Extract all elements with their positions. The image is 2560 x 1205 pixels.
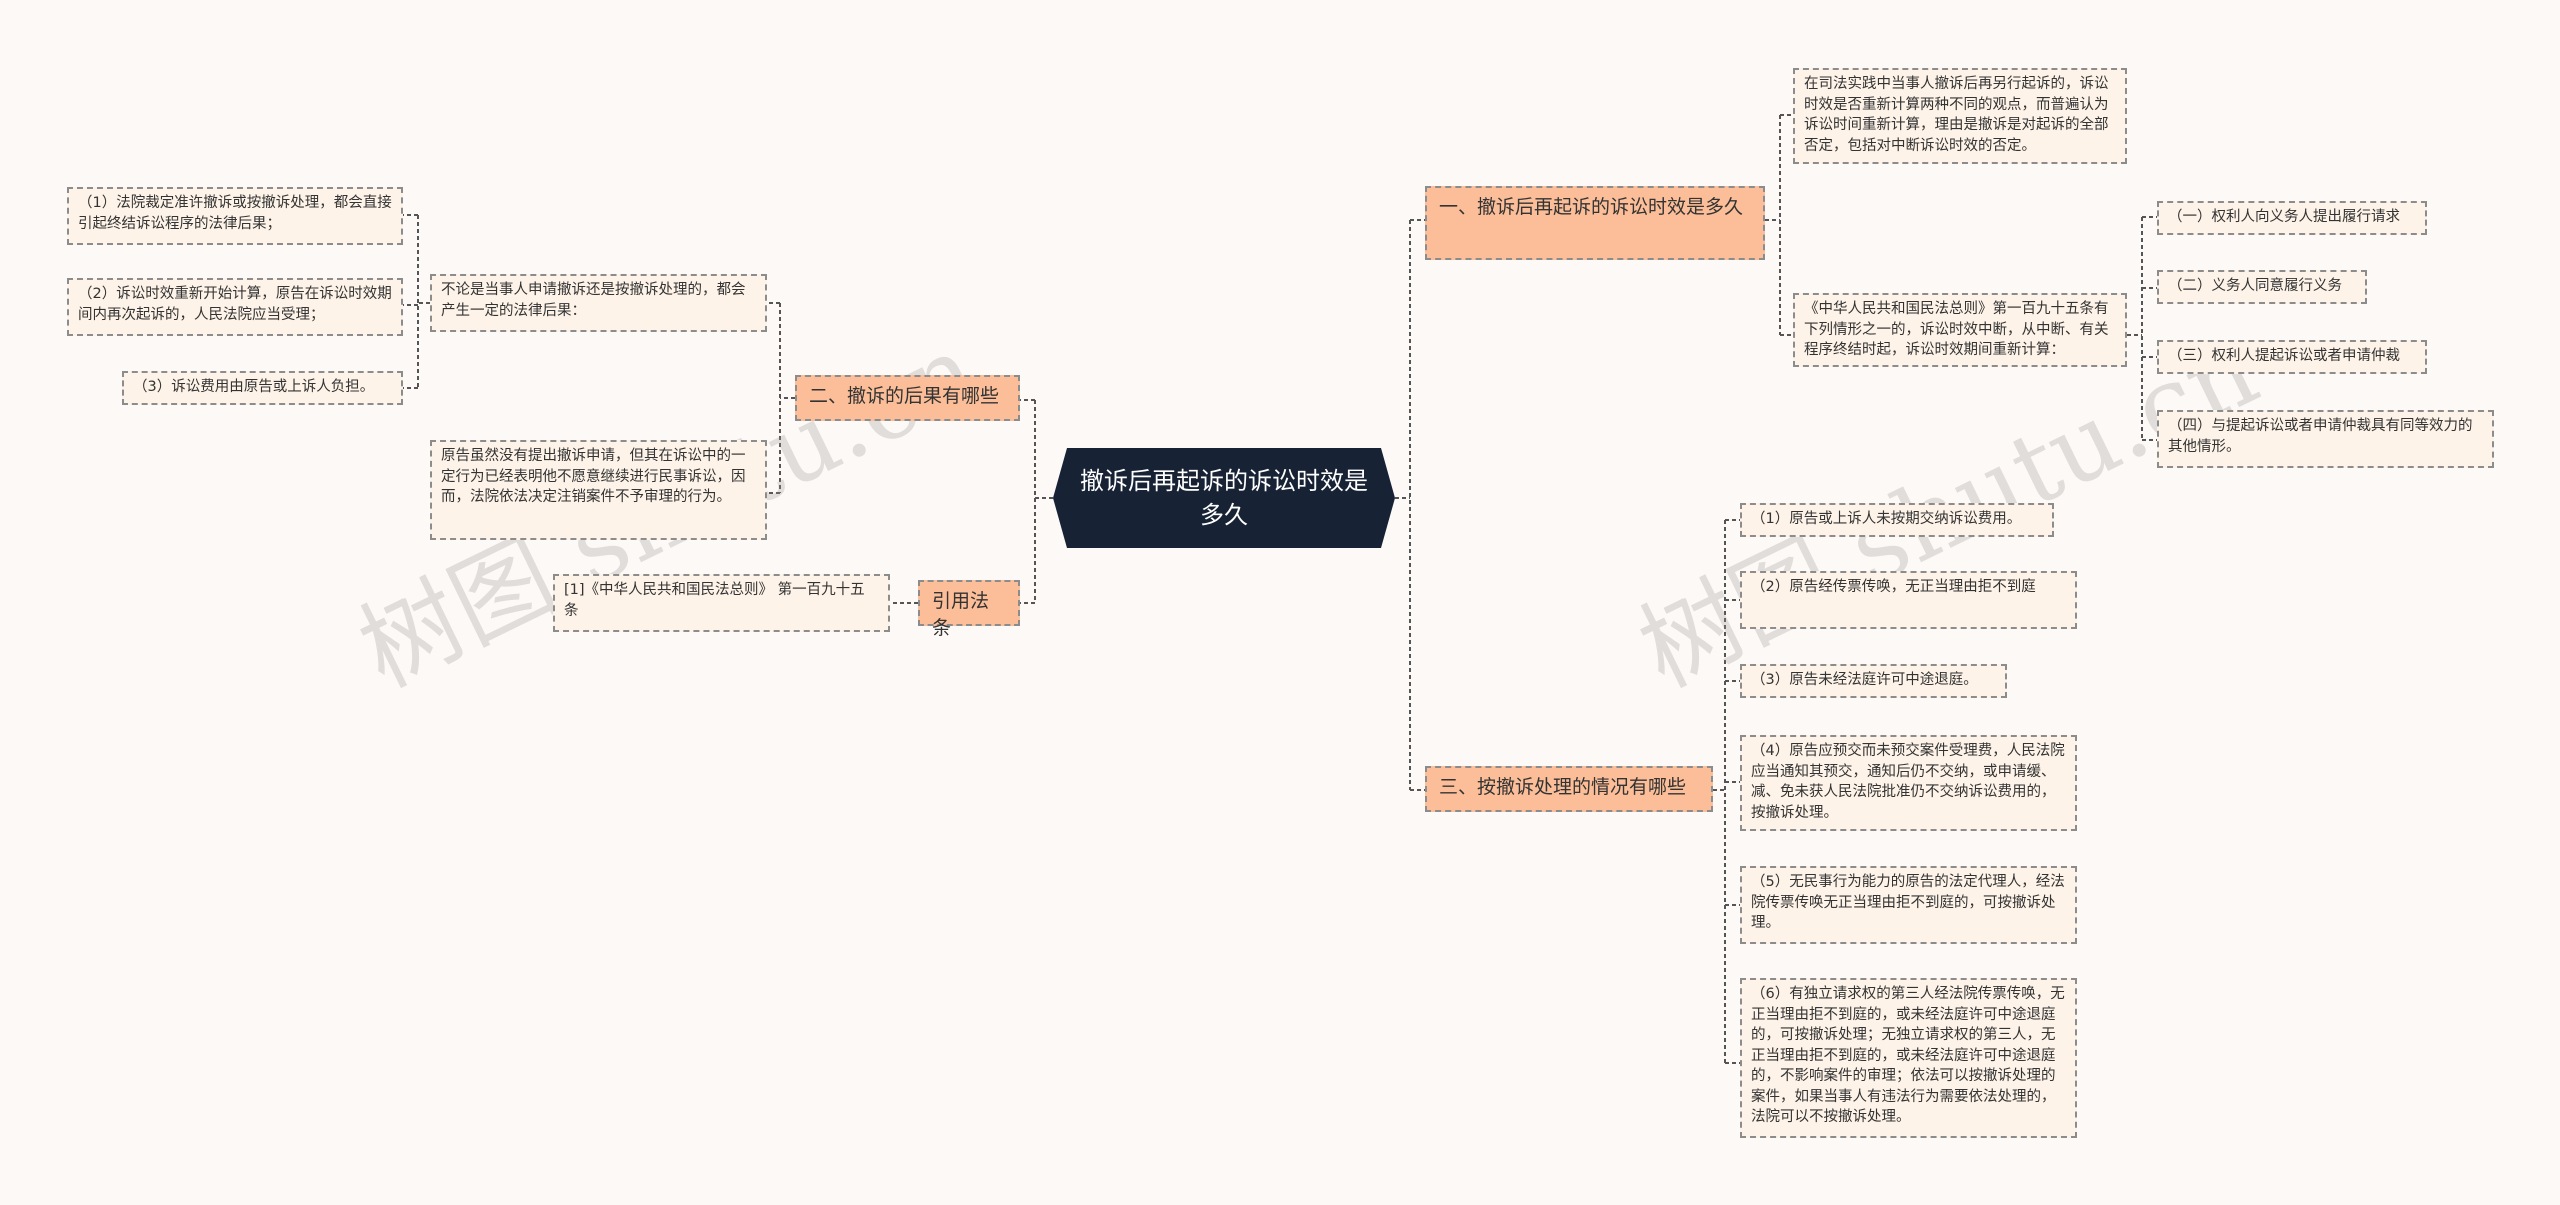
root-topic[interactable]: 撤诉后再起诉的诉讼时效是多久 bbox=[1053, 448, 1395, 548]
leaf-text: （四）与提起诉讼或者申请仲裁具有同等效力的其他情形。 bbox=[2168, 418, 2473, 455]
leaf-withdrawal-case-4[interactable]: （4）原告应预交而未预交案件受理费，人民法院应当通知其预交，通知后仍不交纳，或申… bbox=[1740, 735, 2077, 831]
leaf-interruption-item-2[interactable]: （二）义务人同意履行义务 bbox=[2157, 270, 2367, 304]
leaf-text: （5）无民事行为能力的原告的法定代理人，经法院传票传唤无正当理由拒不到庭的，可按… bbox=[1751, 874, 2065, 931]
leaf-withdrawal-case-3[interactable]: （3）原告未经法庭许可中途退庭。 bbox=[1740, 664, 2007, 698]
leaf-text: 在司法实践中当事人撤诉后再另行起诉的，诉讼时效是否重新计算两种不同的观点，而普遍… bbox=[1804, 76, 2109, 154]
leaf-text: 原告虽然没有提出撤诉申请，但其在诉讼中的一定行为已经表明他不愿意继续进行民事诉讼… bbox=[441, 448, 746, 505]
branch-label: 一、撤诉后再起诉的诉讼时效是多久 bbox=[1439, 196, 1744, 218]
leaf-citation-article[interactable]: [1]《中华人民共和国民法总则》 第一百九十五条 bbox=[553, 574, 890, 632]
leaf-text: （3）诉讼费用由原告或上诉人负担。 bbox=[133, 379, 375, 395]
leaf-deemed-withdrawal-definition[interactable]: 原告虽然没有提出撤诉申请，但其在诉讼中的一定行为已经表明他不愿意继续进行民事诉讼… bbox=[430, 440, 767, 540]
leaf-text: （2）原告经传票传唤，无正当理由拒不到庭 bbox=[1751, 579, 2036, 595]
leaf-withdrawal-case-2[interactable]: （2）原告经传票传唤，无正当理由拒不到庭 bbox=[1740, 571, 2077, 629]
branch-citation[interactable]: 引用法条 bbox=[918, 580, 1020, 639]
leaf-text: （三）权利人提起诉讼或者申请仲裁 bbox=[2168, 348, 2400, 364]
leaf-legal-consequences[interactable]: 不论是当事人申请撤诉还是按撤诉处理的，都会产生一定的法律后果： bbox=[430, 274, 767, 332]
leaf-text: （6）有独立请求权的第三人经法院传票传唤，无正当理由拒不到庭的，或未经法庭许可中… bbox=[1751, 986, 2065, 1125]
leaf-text: （2）诉讼时效重新开始计算，原告在诉讼时效期间内再次起诉的，人民法院应当受理； bbox=[78, 286, 392, 323]
leaf-text: 不论是当事人申请撤诉还是按撤诉处理的，都会产生一定的法律后果： bbox=[441, 282, 746, 319]
leaf-text: （一）权利人向义务人提出履行请求 bbox=[2168, 209, 2400, 225]
leaf-withdrawal-case-5[interactable]: （5）无民事行为能力的原告的法定代理人，经法院传票传唤无正当理由拒不到庭的，可按… bbox=[1740, 866, 2077, 944]
leaf-text: （1）原告或上诉人未按期交纳诉讼费用。 bbox=[1751, 511, 2022, 527]
leaf-text: （二）义务人同意履行义务 bbox=[2168, 278, 2342, 294]
branch-deemed-withdrawal[interactable]: 三、按撤诉处理的情况有哪些 bbox=[1425, 766, 1713, 812]
branch-label: 三、按撤诉处理的情况有哪些 bbox=[1439, 776, 1687, 798]
leaf-consequence-2[interactable]: （2）诉讼时效重新开始计算，原告在诉讼时效期间内再次起诉的，人民法院应当受理； bbox=[67, 278, 403, 336]
leaf-consequence-1[interactable]: （1）法院裁定准许撤诉或按撤诉处理，都会直接引起终结诉讼程序的法律后果； bbox=[67, 187, 403, 245]
root-topic-label: 撤诉后再起诉的诉讼时效是多久 bbox=[1080, 467, 1368, 529]
leaf-judicial-practice[interactable]: 在司法实践中当事人撤诉后再另行起诉的，诉讼时效是否重新计算两种不同的观点，而普遍… bbox=[1793, 68, 2127, 164]
branch-consequences[interactable]: 二、撤诉的后果有哪些 bbox=[795, 375, 1020, 421]
branch-statute-of-limitations[interactable]: 一、撤诉后再起诉的诉讼时效是多久 bbox=[1425, 186, 1765, 260]
leaf-text: 《中华人民共和国民法总则》第一百九十五条有下列情形之一的，诉讼时效中断，从中断、… bbox=[1804, 301, 2109, 358]
branch-label: 引用法条 bbox=[932, 590, 990, 639]
leaf-withdrawal-case-6[interactable]: （6）有独立请求权的第三人经法院传票传唤，无正当理由拒不到庭的，或未经法庭许可中… bbox=[1740, 978, 2077, 1138]
leaf-interruption-item-4[interactable]: （四）与提起诉讼或者申请仲裁具有同等效力的其他情形。 bbox=[2157, 410, 2494, 468]
leaf-text: （3）原告未经法庭许可中途退庭。 bbox=[1751, 672, 1978, 688]
leaf-civil-law-article-195[interactable]: 《中华人民共和国民法总则》第一百九十五条有下列情形之一的，诉讼时效中断，从中断、… bbox=[1793, 293, 2127, 367]
leaf-consequence-3[interactable]: （3）诉讼费用由原告或上诉人负担。 bbox=[122, 371, 403, 405]
leaf-text: （4）原告应预交而未预交案件受理费，人民法院应当通知其预交，通知后仍不交纳，或申… bbox=[1751, 743, 2065, 821]
leaf-interruption-item-3[interactable]: （三）权利人提起诉讼或者申请仲裁 bbox=[2157, 340, 2427, 374]
branch-label: 二、撤诉的后果有哪些 bbox=[809, 385, 1000, 407]
leaf-withdrawal-case-1[interactable]: （1）原告或上诉人未按期交纳诉讼费用。 bbox=[1740, 503, 2054, 537]
leaf-text: （1）法院裁定准许撤诉或按撤诉处理，都会直接引起终结诉讼程序的法律后果； bbox=[78, 195, 392, 232]
leaf-text: [1]《中华人民共和国民法总则》 第一百九十五条 bbox=[564, 582, 865, 619]
leaf-interruption-item-1[interactable]: （一）权利人向义务人提出履行请求 bbox=[2157, 201, 2427, 235]
